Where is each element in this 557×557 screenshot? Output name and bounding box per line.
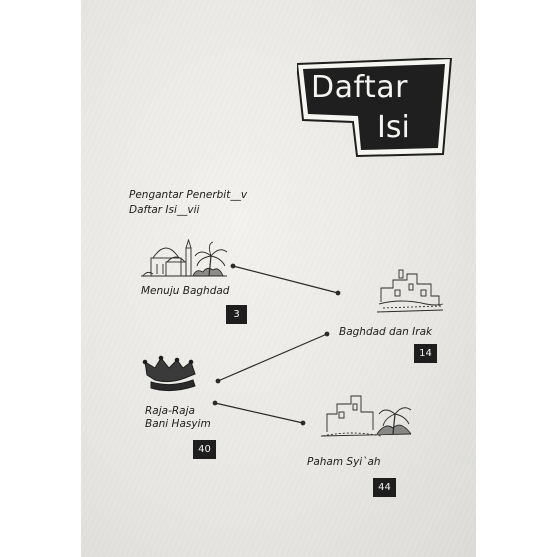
connector-line-1 [232,265,339,294]
title-line-2: Isi [377,110,410,145]
connector-line-3 [214,402,304,424]
title-line-1: Daftar [311,70,408,105]
title-badge: Daftar Isi [295,56,455,158]
desert-village-icon [320,395,412,437]
page-number-box: 14 [414,344,437,363]
connector-graphics [141,238,444,437]
chapter-label-raja-raja-line1[interactable]: Raja-Raja [145,405,195,417]
ruins-city-icon [376,269,444,313]
toc-front-matter-preface[interactable]: Pengantar Penerbit__v [129,189,248,201]
book-page: Daftar Isi Pengantar Penerbit__v Daftar … [81,0,476,557]
title-badge-shape [295,56,453,158]
page-number-box: 3 [226,305,247,324]
connector-line-2 [217,333,328,382]
chapter-label-paham-syiah[interactable]: Paham Syi`ah [307,456,381,468]
chapter-label-menuju-baghdad[interactable]: Menuju Baghdad [141,285,230,297]
chapter-label-raja-raja-line2[interactable]: Bani Hasyim [145,418,211,430]
page-number-box: 40 [193,440,216,459]
mosque-palm-icon [141,238,228,277]
page-number-box: 44 [373,478,396,497]
chapter-label-baghdad-dan-irak[interactable]: Baghdad dan Irak [339,326,433,338]
crown-icon [142,355,196,392]
toc-front-matter-contents[interactable]: Daftar Isi__vii [129,204,200,216]
